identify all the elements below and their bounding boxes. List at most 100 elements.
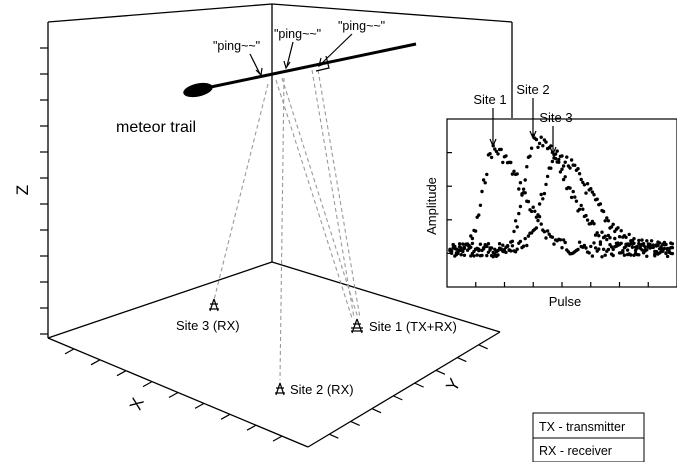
inset-point [589, 244, 593, 249]
inset-point [560, 246, 564, 250]
inset-point [515, 225, 519, 229]
inset-point [526, 199, 531, 204]
y-axis-line [307, 331, 501, 448]
inset-point [536, 145, 540, 149]
inset-point [561, 177, 566, 182]
inset-point [565, 155, 569, 159]
inset-peak-site3: Site 3 [539, 110, 572, 125]
ray-to-site1-a [275, 79, 353, 319]
inset-point [657, 251, 662, 255]
inset-point [531, 205, 535, 209]
inset-point [597, 234, 601, 238]
inset-point [592, 193, 596, 197]
inset-point [621, 249, 625, 253]
inset-point [584, 246, 588, 250]
inset-point [585, 182, 590, 186]
inset-point [485, 253, 489, 258]
inset-point [462, 246, 467, 251]
inset-point [560, 167, 564, 171]
inset-point [496, 152, 500, 156]
x-tick [168, 391, 179, 399]
inset-point [622, 253, 627, 257]
ping-label-1: "ping~~" [213, 39, 260, 53]
inset-point [510, 244, 515, 248]
box-frame [47, 3, 513, 448]
inset-point [550, 235, 555, 239]
inset-point [614, 244, 619, 248]
perpendicular-mark [315, 55, 330, 72]
inset-point [485, 172, 489, 177]
inset-point [486, 242, 491, 246]
inset-point [459, 253, 463, 257]
inset-point [544, 236, 548, 240]
ray-to-site1-d [317, 69, 361, 319]
ping-label-2: "ping~~" [274, 27, 321, 41]
legend-rx: RX - receiver [539, 444, 612, 458]
inset-point [664, 251, 668, 256]
inset-point [494, 149, 499, 154]
inset-point [577, 240, 582, 244]
inset-point [568, 186, 572, 190]
inset-point [510, 172, 515, 176]
inset-point [589, 187, 593, 191]
inset-point [539, 192, 543, 197]
inset-point [609, 245, 614, 249]
ping-labels: "ping~~" "ping~~" "ping~~" [213, 19, 385, 77]
inset-point [499, 247, 503, 252]
inset-point [541, 197, 545, 201]
inset-point [552, 242, 556, 246]
inset-point [521, 187, 526, 191]
inset-point [595, 231, 599, 235]
peak-arrowhead-3 [549, 146, 557, 156]
inset-point [630, 245, 635, 249]
inset-point [533, 209, 537, 213]
x-tick [220, 413, 231, 420]
inset-point [528, 154, 532, 158]
inset-point [635, 244, 639, 249]
inset-point [625, 242, 630, 246]
peak-arrowhead-1 [489, 138, 497, 148]
inset-point [475, 253, 479, 257]
inset-point [600, 255, 604, 259]
inset-point [496, 253, 500, 257]
inset-point [577, 172, 582, 176]
inset-point [489, 246, 494, 250]
inset-point [461, 242, 465, 246]
inset-point [493, 252, 497, 257]
inset-point [665, 254, 670, 259]
inset-point [517, 187, 521, 191]
inset-point [497, 242, 502, 246]
meteor-trail-label: meteor trail [116, 119, 196, 136]
inset-point [576, 247, 580, 252]
inset-point [488, 152, 492, 156]
ping-arrowhead-1 [255, 67, 263, 77]
inset-point [456, 251, 460, 256]
inset-point [616, 226, 620, 230]
inset-point [501, 243, 505, 247]
inset-point [496, 248, 500, 253]
inset-point [549, 144, 553, 148]
inset-point [526, 234, 531, 238]
z-axis-label: Z [13, 185, 32, 195]
inset-point [483, 181, 487, 185]
inset-point [670, 246, 675, 250]
inset-point [605, 237, 609, 242]
inset-point [661, 248, 665, 252]
inset-point [632, 237, 636, 241]
inset-point [469, 234, 473, 238]
inset-point [606, 247, 611, 252]
inset-frame [446, 118, 677, 288]
inset-point [465, 243, 470, 247]
inset-point [573, 195, 577, 199]
inset-point [627, 232, 631, 237]
inset-point [485, 244, 489, 249]
inset-point [558, 170, 563, 174]
antenna-icon [275, 382, 285, 396]
inset-point [477, 213, 481, 217]
ray-to-site2 [279, 77, 285, 381]
x-tick [246, 424, 257, 431]
inset-point [611, 247, 615, 252]
inset-point [549, 166, 553, 170]
inset-point [547, 232, 551, 236]
inset-plot: Amplitude Pulse Site 1 Site 2 Site 3 [424, 82, 677, 309]
